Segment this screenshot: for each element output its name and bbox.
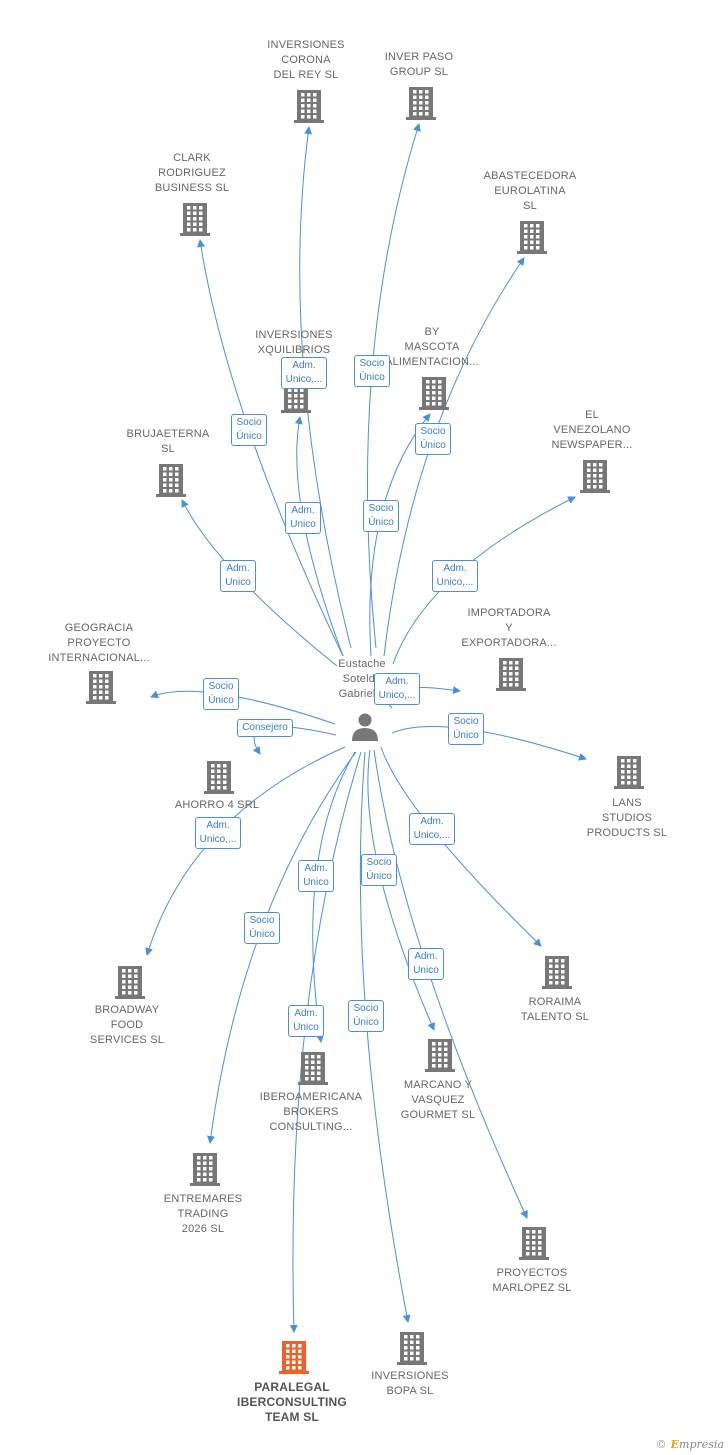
- company-label-inver-paso[interactable]: INVER PASO GROUP SL: [384, 51, 454, 78]
- company-label-venezolano[interactable]: EL VENEZOLANO NEWSPAPER...: [551, 409, 633, 451]
- building-icon[interactable]: [180, 203, 210, 236]
- company-label-importadora[interactable]: IMPORTADORA Y EXPORTADORA...: [461, 607, 557, 649]
- relation-label-geogracia[interactable]: Socio Único: [203, 678, 239, 710]
- company-label-marcano[interactable]: MARCANO Y VASQUEZ GOURMET SL: [400, 1079, 476, 1121]
- relation-label-lans[interactable]: Socio Único: [448, 713, 484, 745]
- relation-label-marlopez[interactable]: Adm. Unico: [408, 948, 444, 980]
- building-icon[interactable]: [519, 1227, 549, 1260]
- brand-initial: E: [670, 1438, 680, 1451]
- person-name-label[interactable]: Eustache Soteldo Gabriel...: [338, 658, 386, 700]
- relation-edge-marcano: [367, 749, 435, 1031]
- footer-brand: ©Empresia: [656, 1438, 724, 1451]
- building-icon[interactable]: [496, 658, 526, 691]
- relation-edge-roraima: [380, 746, 542, 947]
- building-icon[interactable]: [419, 377, 449, 410]
- company-label-clark[interactable]: CLARK RODRIGUEZ BUSINESS SL: [154, 152, 230, 194]
- relation-label-inv-corona[interactable]: Adm. Unico,...: [280, 357, 328, 389]
- relation-label-ahorro4[interactable]: Consejero: [237, 719, 293, 737]
- relation-label-entremares[interactable]: Socio Único: [244, 912, 280, 944]
- company-label-ahorro4[interactable]: AHORRO 4 SRL: [174, 799, 260, 811]
- relation-label-roraima[interactable]: Adm. Unico,...: [408, 813, 456, 845]
- company-label-bopa[interactable]: INVERSIONES BOPA SL: [371, 1370, 449, 1397]
- company-label-roraima[interactable]: RORAIMA TALENTO SL: [520, 996, 590, 1023]
- company-label-entremares[interactable]: ENTREMARES TRADING 2026 SL: [163, 1193, 243, 1235]
- building-icon[interactable]: [580, 460, 610, 493]
- relation-edge-lans: [391, 726, 587, 761]
- building-icon[interactable]: [614, 756, 644, 789]
- relation-label-marcano[interactable]: Socio Único: [361, 854, 397, 886]
- relation-edge-paralegal: [289, 751, 362, 1333]
- company-label-lans[interactable]: LANS STUDIOS PRODUCTS SL: [586, 797, 668, 839]
- building-icon[interactable]: [425, 1039, 455, 1072]
- building-icon[interactable]: [294, 90, 324, 123]
- company-label-iberoamericana[interactable]: IBEROAMERICANA BROKERS CONSULTING...: [259, 1091, 363, 1133]
- building-icon[interactable]: [298, 1052, 328, 1085]
- relation-label-brujaeterna[interactable]: Adm. Unico: [220, 560, 256, 592]
- relation-label-xquilibrios[interactable]: Adm. Unico: [285, 502, 321, 534]
- building-icon[interactable]: [190, 1153, 220, 1186]
- relation-label-by-mascota[interactable]: Socio Único: [363, 500, 399, 532]
- company-label-inv-corona[interactable]: INVERSIONES CORONA DEL REY SL: [267, 39, 345, 81]
- relation-edge-bopa: [359, 751, 411, 1323]
- company-label-xquilibrios[interactable]: INVERSIONES XQUILIBRIOS SL: [255, 329, 333, 371]
- building-icon[interactable]: [517, 221, 547, 254]
- building-icon[interactable]: [86, 671, 116, 704]
- relation-label-clark[interactable]: Socio Único: [231, 414, 267, 446]
- company-label-abastecedora[interactable]: ABASTECEDORA EUROLATINA SL: [483, 170, 577, 212]
- relation-label-abastecedora[interactable]: Socio Único: [415, 423, 451, 455]
- relation-edge-abastecedora: [383, 257, 525, 657]
- company-label-paralegal[interactable]: PARALEGAL IBERCONSULTING TEAM SL: [237, 1380, 347, 1424]
- building-icon[interactable]: [156, 464, 186, 497]
- relation-label-inver-paso[interactable]: Socio Único: [354, 355, 390, 387]
- relation-edge-xquilibrios: [294, 416, 344, 657]
- brand-name: mpresia: [679, 1438, 724, 1451]
- relation-label-broadway[interactable]: Adm. Unico,...: [194, 817, 242, 849]
- building-icon[interactable]: [406, 87, 436, 120]
- relation-label-paralegal[interactable]: Adm. Unico: [288, 1005, 324, 1037]
- building-icon[interactable]: [542, 956, 572, 989]
- relation-label-iberoamericana[interactable]: Adm. Unico: [298, 860, 334, 892]
- company-label-broadway[interactable]: BROADWAY FOOD SERVICES SL: [89, 1004, 165, 1046]
- copyright-icon: ©: [655, 1438, 667, 1451]
- building-icon[interactable]: [115, 966, 145, 999]
- building-icon[interactable]: [279, 1341, 309, 1374]
- company-label-brujaeterna[interactable]: BRUJAETERNA SL: [126, 428, 210, 455]
- company-label-by-mascota[interactable]: BY MASCOTA ALIMENTACION...: [385, 326, 479, 368]
- relation-label-importadora[interactable]: Adm. Unico,...: [373, 673, 421, 705]
- relation-label-bopa[interactable]: Socio Único: [348, 1000, 384, 1032]
- company-label-geogracia[interactable]: GEOGRACIA PROYECTO INTERNACIONAL...: [48, 622, 150, 664]
- company-label-marlopez[interactable]: PROYECTOS MARLOPEZ SL: [492, 1267, 572, 1294]
- building-icon[interactable]: [397, 1332, 427, 1365]
- person-icon[interactable]: [352, 713, 378, 742]
- building-icon[interactable]: [204, 761, 234, 794]
- relation-label-venezolano[interactable]: Adm. Unico,...: [431, 560, 479, 592]
